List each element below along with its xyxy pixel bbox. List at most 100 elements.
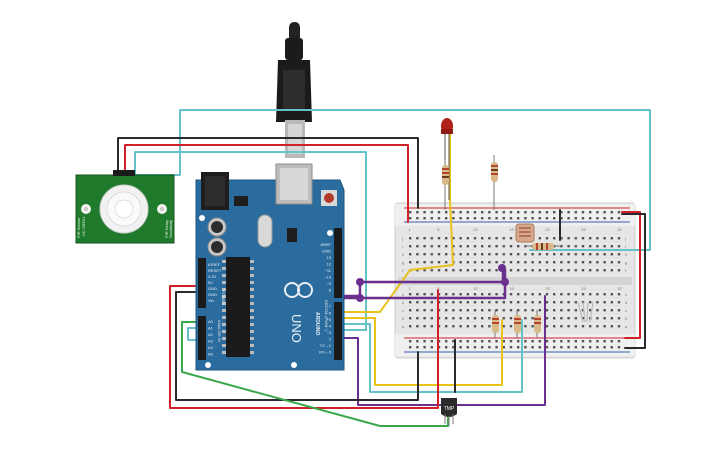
arduino-pin-label: ~3 (326, 330, 331, 335)
bb-col-number: 10 (473, 227, 478, 232)
pir-sensor[interactable]: PIR Sensor HC-SR501 PIR Delay Sensitivit… (75, 170, 175, 244)
resistor-bottom-1[interactable] (492, 310, 499, 338)
wire-purple-lower (342, 295, 546, 406)
wire-red-right (124, 144, 409, 223)
bb-row-letter: d (625, 300, 627, 305)
bb-col-number: 15 (509, 227, 514, 232)
tmp-sensor[interactable]: TMP (441, 398, 457, 426)
arduino-analog-label: ANALOG IN (217, 320, 222, 342)
bb-col-number: 15 (509, 286, 514, 291)
arduino-pin-label: ~10 (324, 275, 332, 280)
arduino-pin-label: A3 (208, 339, 214, 344)
bb-row-letter: j (624, 236, 626, 241)
bb-col-number: 5 (437, 227, 440, 232)
arduino-pin-label: GND (208, 286, 217, 291)
bb-row-letter: e (402, 292, 405, 297)
wire-junctions (356, 264, 509, 302)
tmp-label: TMP (444, 406, 455, 412)
arduino-pin-label: A1 (208, 326, 214, 331)
arduino-pin-label: 12 (327, 262, 332, 267)
arduino-pin-label: 7 (329, 304, 332, 309)
bb-row-letter: f (625, 268, 627, 273)
bb-row-letter: g (625, 260, 627, 265)
arduino-pin-label: ~6 (326, 311, 331, 316)
arduino-digital-label: DIGITAL (PWM~) (324, 300, 329, 332)
arduino-pin-label: 13 (327, 255, 332, 260)
bb-col-number: 25 (581, 227, 586, 232)
red-led[interactable] (441, 118, 453, 200)
arduino-pin-label: ~9 (326, 281, 331, 286)
wire-black-gnd (175, 291, 419, 401)
arduino-pin-label: Vin (208, 298, 214, 303)
arduino-pin-label: AREF (320, 242, 331, 247)
bb-row-letter: g (402, 260, 404, 265)
arduino-pin-label: 5V (208, 280, 213, 285)
bb-row-letter: a (625, 324, 628, 329)
resistor-bottom-3[interactable] (534, 310, 541, 338)
bb-col-number: 20 (545, 227, 550, 232)
arduino-pin-label: IOREF (208, 262, 221, 267)
arduino-pin-label: ~11 (325, 268, 332, 273)
photoresistor[interactable] (515, 223, 535, 243)
bb-col-number: 1 (409, 286, 412, 291)
arduino-pin-label: GND (322, 249, 331, 254)
arduino-model: UNO (289, 314, 304, 343)
arduino-pin-label: 3.3V (208, 274, 217, 279)
bb-row-letter: f (402, 268, 404, 273)
wire-cyan-pir-signal (134, 151, 367, 331)
arduino-pin-label: A2 (208, 332, 214, 337)
bb-col-number: 5 (437, 286, 440, 291)
pir-label: PIR Sensor (76, 217, 81, 238)
bb-row-letter: j (401, 236, 403, 241)
rgb-led[interactable] (577, 301, 594, 323)
arduino-pin-label: GND (208, 292, 217, 297)
pir-side-a: PIR Delay (164, 220, 169, 238)
wire-green-a0 (181, 321, 449, 427)
bb-col-number: 25 (581, 286, 586, 291)
resistor-led[interactable] (442, 160, 449, 210)
pir-side-b: Sensitivity (168, 220, 173, 238)
wire-black-rail-right (621, 213, 646, 349)
usb-cable (276, 22, 312, 158)
wire-yellow-lower (342, 317, 503, 386)
wire-yellow-led (342, 131, 454, 313)
bb-col-number: 30 (617, 286, 622, 291)
bb-row-letter: i (402, 244, 403, 249)
bb-row-letter: e (625, 292, 628, 297)
arduino-pin-label: A5 (208, 352, 214, 357)
bb-row-letter: d (402, 300, 404, 305)
bb-col-number: 1 (409, 227, 412, 232)
resistor-top[interactable] (491, 155, 498, 210)
bb-col-number: 10 (473, 286, 478, 291)
arduino-pin-label: RX←0 (319, 350, 332, 355)
arduino-pin-label: RESET (208, 268, 222, 273)
bb-col-number: 30 (617, 227, 622, 232)
arduino-pin-label: A4 (208, 345, 214, 350)
wire-red-rail-right (621, 211, 641, 339)
arduino-brand: ARDUINO (314, 312, 320, 335)
arduino-pin-label: A0 (208, 319, 214, 324)
bb-row-letter: h (625, 252, 627, 257)
resistor-horizontal[interactable] (525, 243, 560, 250)
bb-row-letter: h (402, 252, 404, 257)
wire-red-5v (169, 285, 439, 409)
arduino-pin-label: TX→1 (320, 343, 332, 348)
resistor-bottom-2[interactable] (514, 310, 521, 338)
arduino-pin-label: 4 (329, 324, 332, 329)
arduino-power-label: POWER (221, 290, 226, 305)
arduino-pin-label: 8 (329, 288, 332, 293)
bb-row-letter: b (402, 316, 405, 321)
arduino-uno[interactable]: ARDUINO UNO DIGITAL (PWM~) ANALOG IN POW… (195, 163, 345, 371)
bb-row-letter: i (625, 244, 626, 249)
wire-black-pir (117, 137, 419, 209)
bb-row-letter: a (402, 324, 405, 329)
wire-cyan-lower (342, 319, 523, 393)
bb-col-number: 20 (545, 286, 550, 291)
bb-row-letter: b (625, 316, 628, 321)
bb-row-letter: c (625, 308, 627, 313)
bb-row-letter: c (402, 308, 404, 313)
pir-model: HC-SR501 (81, 216, 86, 236)
arduino-pin-label: ~5 (326, 317, 331, 322)
